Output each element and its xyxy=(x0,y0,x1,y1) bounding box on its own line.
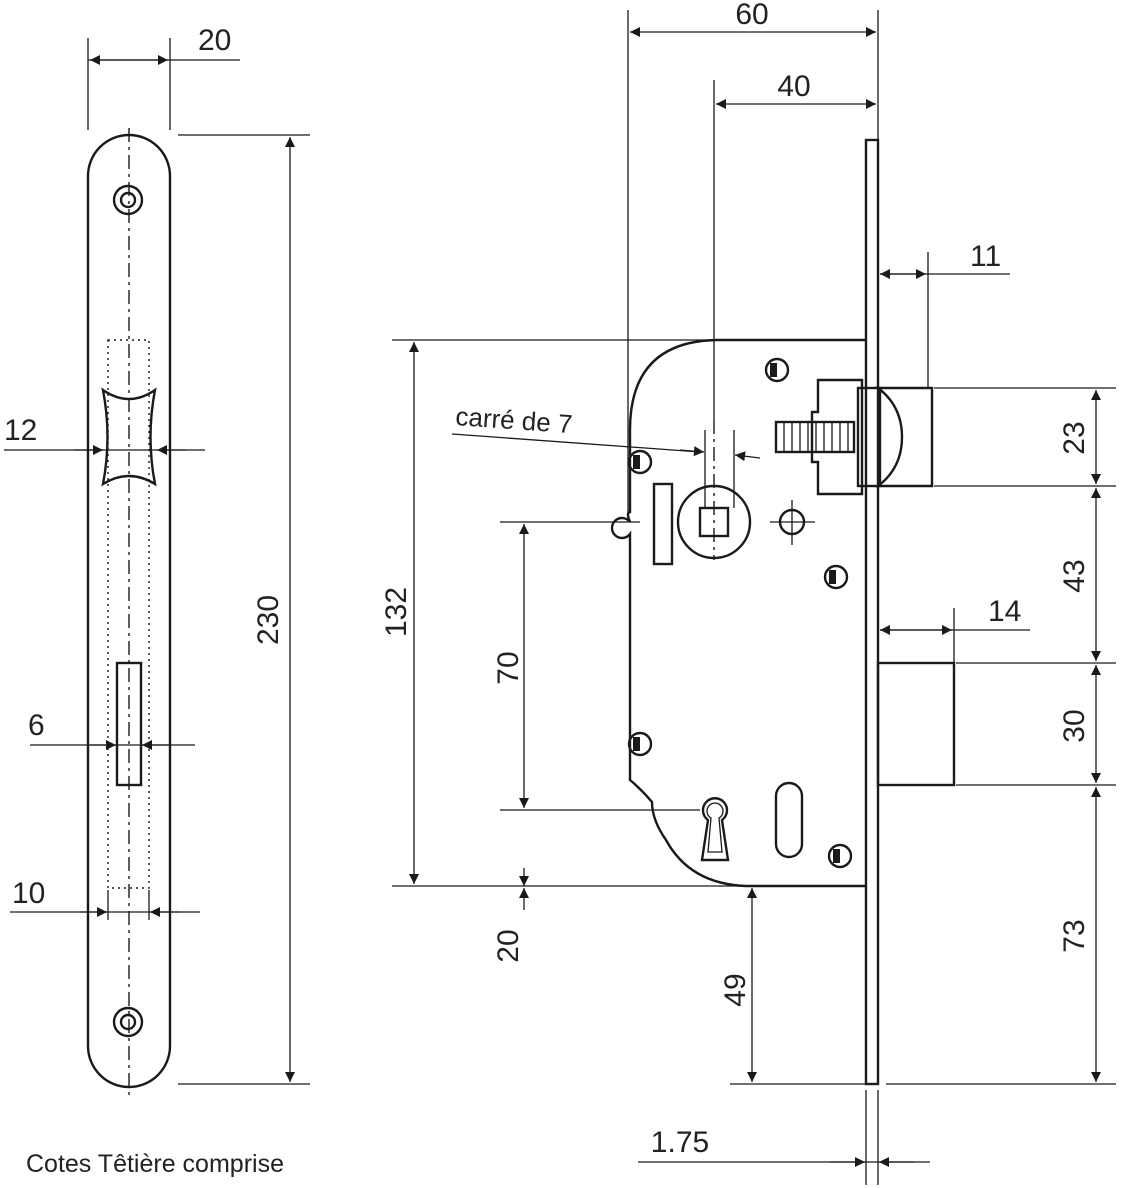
rivet-icon xyxy=(627,731,653,757)
lock-body-view: 60 40 11 14 carré de 7 xyxy=(380,0,1116,1185)
dim-lock-depth: 60 xyxy=(627,0,879,520)
dim-bolt-projection: 14 xyxy=(880,595,1030,663)
dim-faceplate-height-label: 230 xyxy=(252,595,285,645)
dim-faceplate-thickness-label: 1.75 xyxy=(651,1126,709,1159)
dim-latch-projection-label: 11 xyxy=(970,240,1001,273)
dim-bottom-offset-label: 20 xyxy=(492,929,525,962)
dim-latch-projection: 11 xyxy=(880,240,1010,388)
dim-faceplate-width: 20 xyxy=(87,24,240,130)
oval-slot xyxy=(774,781,804,859)
lever-slot xyxy=(652,482,674,566)
latch-bolt xyxy=(774,378,934,496)
dim-faceplate-thickness: 1.75 xyxy=(638,1090,930,1185)
faceplate-bolt-slot xyxy=(115,661,143,787)
deadbolt xyxy=(876,661,956,787)
dim-latch-slot: 12 xyxy=(4,414,205,455)
dim-axis-distance-label: 70 xyxy=(492,651,525,684)
dim-latch-height-label: 23 xyxy=(1058,421,1091,454)
dim-bottom-offset: 20 xyxy=(492,868,529,963)
spindle-follower xyxy=(676,420,752,560)
rivet-icon xyxy=(827,843,853,869)
dim-keyhole-height: 49 xyxy=(719,888,866,1085)
dim-backset-label: 40 xyxy=(777,70,810,103)
keyhole-icon xyxy=(700,797,730,862)
dim-right-stack: 23 43 30 73 xyxy=(886,387,1116,1085)
dim-faceplate-height: 230 xyxy=(178,134,310,1085)
dim-faceplate-width-label: 20 xyxy=(198,24,231,57)
faceplate-top-screw-icon xyxy=(112,184,144,216)
dim-axis-distance: 70 xyxy=(492,521,700,811)
dim-case-height: 132 xyxy=(380,339,746,887)
dim-latch-slot-label: 12 xyxy=(4,414,37,447)
dim-bolt-projection-label: 14 xyxy=(988,595,1021,628)
dim-lower-width-label: 10 xyxy=(12,877,45,910)
rivet-icon xyxy=(627,449,653,475)
dim-keyhole-height-label: 49 xyxy=(719,973,752,1006)
spindle-note-label: carré de 7 xyxy=(455,401,574,439)
rivet-icon xyxy=(823,564,849,590)
faceplate-view: 20 230 12 6 10 xyxy=(4,24,310,1178)
lock-faceplate-side xyxy=(864,138,880,1086)
dim-latch-to-bolt-label: 43 xyxy=(1058,559,1091,592)
rivet-icon xyxy=(764,357,790,383)
lock-case-outline xyxy=(610,338,866,888)
dim-bolt-to-bottom-label: 73 xyxy=(1058,919,1091,952)
keyhole-inner xyxy=(706,802,724,853)
faceplate-bottom-screw-icon xyxy=(112,1006,144,1038)
drawing-caption: Cotes Têtière comprise xyxy=(26,1150,284,1178)
dim-lock-depth-label: 60 xyxy=(735,0,768,31)
dim-case-height-label: 132 xyxy=(380,587,413,637)
dim-bolt-slot: 6 xyxy=(28,709,195,750)
dim-bolt-height-label: 30 xyxy=(1058,709,1091,742)
case-hole-icon xyxy=(770,500,815,545)
dim-backset: 40 xyxy=(713,70,876,420)
dim-bolt-slot-label: 6 xyxy=(28,709,45,742)
dim-lower-width: 10 xyxy=(10,877,200,920)
